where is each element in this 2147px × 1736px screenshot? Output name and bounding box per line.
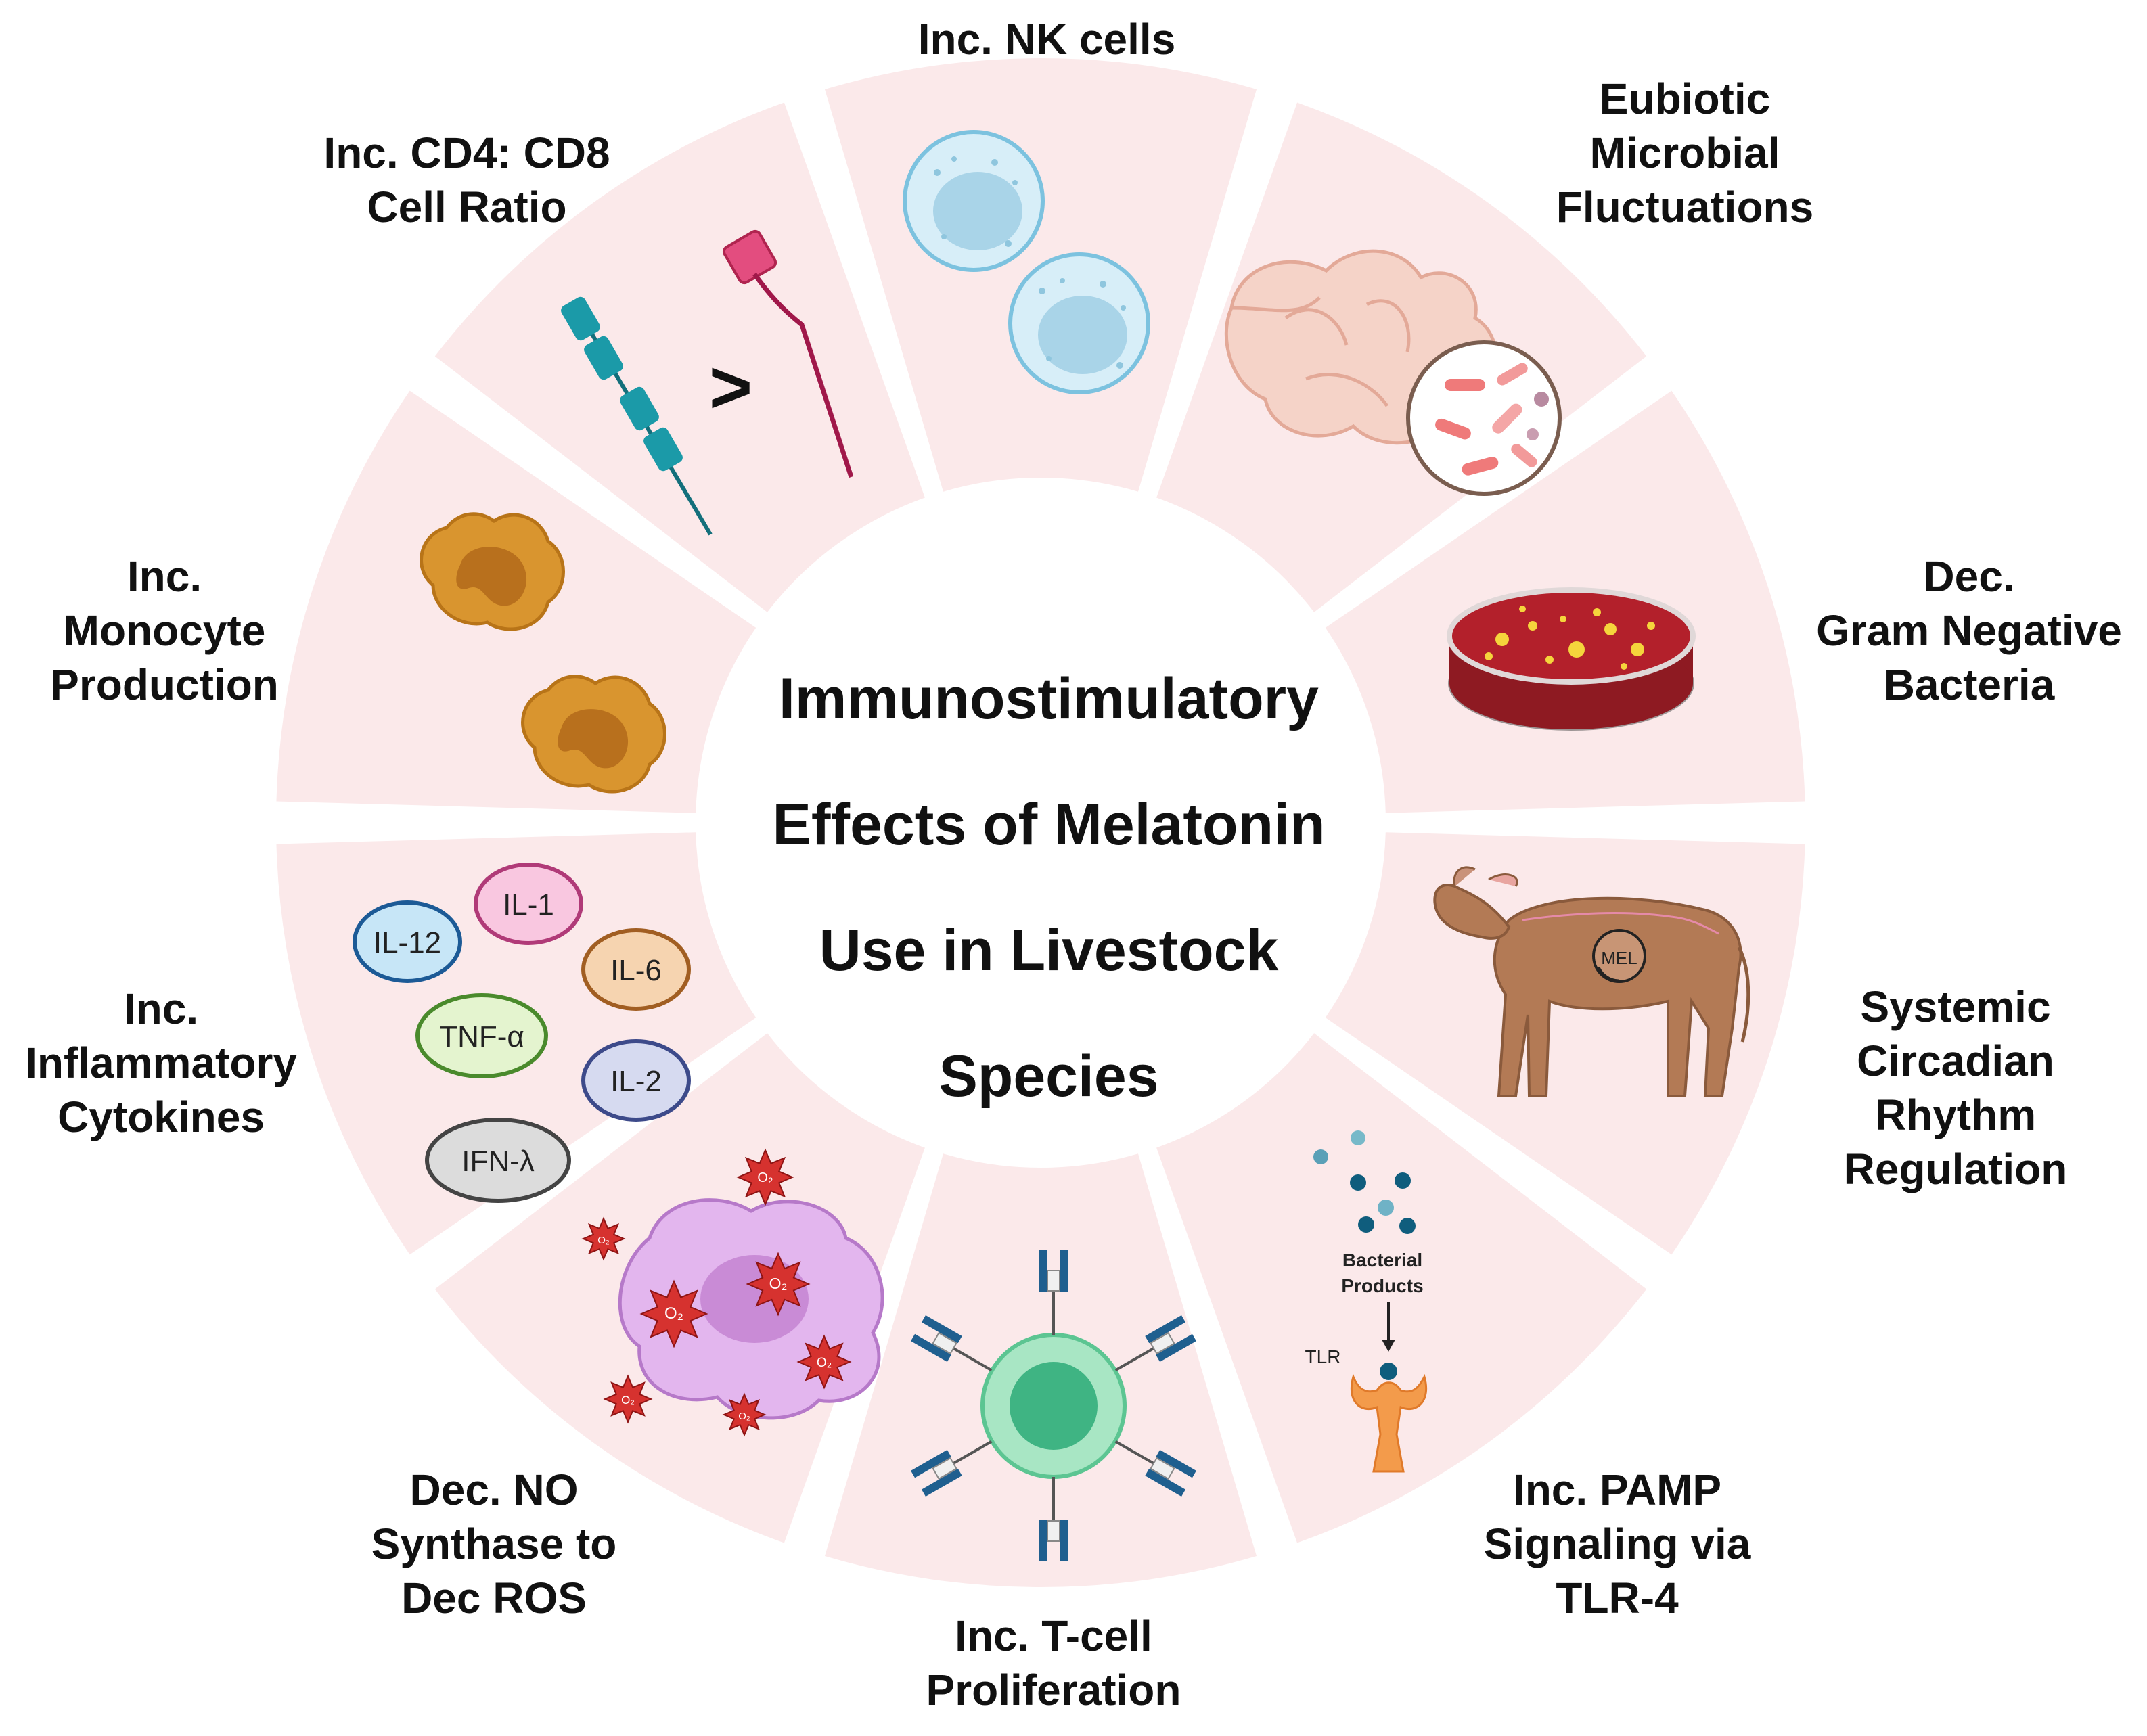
ros-star: [746, 1252, 811, 1317]
ros-star: [603, 1374, 653, 1424]
ros-label: O₂: [621, 1394, 635, 1407]
cd8-receptor-icon: [561, 296, 713, 536]
label-cytokines: Inc. Inflammatory Cytokines: [25, 984, 297, 1141]
tnf-label: TNF-α: [439, 1020, 524, 1053]
ros-label: O₂: [664, 1304, 683, 1323]
label-nk-cells: Inc. NK cells: [918, 15, 1176, 64]
label-tcell: Inc. T-cell Proliferation: [926, 1612, 1181, 1714]
ros-stars: O₂ O₂ O₂ O₂ O₂ O₂ O₂: [581, 1148, 852, 1437]
ros-label: O₂: [817, 1356, 832, 1370]
il12-label: IL-12: [374, 926, 441, 959]
center-title-line-2: Effects of Melatonin: [772, 792, 1326, 857]
label-gram-negative: Dec. Gram Negative Bacteria: [1816, 552, 2122, 709]
ros-label: O₂: [597, 1235, 610, 1246]
il6-bubble: [581, 928, 691, 1011]
antibody-icon: [911, 1440, 993, 1497]
il2-bubble: [581, 1039, 691, 1122]
segment-pamp: [1156, 1033, 1647, 1543]
bacterial-products-label-2: Products: [1341, 1275, 1423, 1296]
antibody-icon: [1039, 1250, 1068, 1335]
label-circadian: Systemic Circadian Rhythm Regulation: [1843, 982, 2068, 1193]
antibody-icon: [1114, 1315, 1196, 1372]
il12-bubble: [353, 900, 462, 983]
ifn-bubble: [425, 1118, 571, 1203]
tlr-label: TLR: [1305, 1346, 1341, 1367]
antibody-icon: [1039, 1477, 1068, 1561]
tlr-receptor-icon: Bacterial Products TLR: [1305, 1130, 1428, 1473]
ros-star: [736, 1148, 794, 1206]
center-title-line-4: Species: [939, 1044, 1159, 1109]
il1-bubble: [474, 863, 583, 945]
cd4-receptor-icon: [722, 229, 854, 478]
mel-label: MEL: [1601, 948, 1637, 968]
nk-cells-icon: [903, 130, 1150, 394]
t-cell-icon: [911, 1250, 1196, 1561]
antibody-icon: [911, 1315, 993, 1372]
center-title-line-1: Immunostimulatory: [779, 666, 1319, 731]
antibody-icon: [1114, 1440, 1196, 1497]
il6-label: IL-6: [610, 954, 662, 987]
label-no-synthase: Dec. NO Synthase to Dec ROS: [371, 1465, 617, 1622]
intestine-microbe-icon: [1224, 249, 1562, 496]
ros-star: [581, 1216, 626, 1261]
tnf-bubble: [415, 993, 548, 1078]
antibody-icons: [911, 1250, 1196, 1561]
segment-cd4cd8: [434, 102, 925, 612]
macrophage-ros-icon: O₂ O₂ O₂ O₂ O₂ O₂ O₂: [581, 1148, 884, 1437]
label-pamp: Inc. PAMP Signaling via TLR-4: [1483, 1465, 1751, 1622]
center-circle: [700, 482, 1382, 1164]
center-title-line-3: Use in Livestock: [819, 918, 1279, 983]
center-title: Immunostimulatory Effects of Melatonin U…: [677, 636, 1421, 1139]
cd4-cd8-icon: >: [561, 229, 854, 536]
il2-label: IL-2: [610, 1065, 662, 1098]
greater-than-symbol: >: [709, 346, 752, 429]
il1-label: IL-1: [503, 888, 554, 921]
ros-star: [722, 1392, 767, 1437]
ros-label: O₂: [738, 1411, 750, 1422]
label-monocyte: Inc. Monocyte Production: [50, 552, 279, 709]
calf-icon: MEL: [1433, 866, 1750, 1097]
cytokine-icons: IL-1 IL-12 IL-6 TNF-α IL-2 IFN-λ: [353, 863, 691, 1203]
ros-star: [796, 1334, 852, 1390]
ros-star: [639, 1279, 708, 1348]
label-cd4-cd8: Inc. CD4: CD8 Cell Ratio: [323, 129, 610, 231]
ros-label: O₂: [757, 1170, 773, 1185]
bacterial-products-label-1: Bacterial: [1342, 1250, 1422, 1271]
ros-label: O₂: [769, 1275, 788, 1292]
ifn-label: IFN-λ: [461, 1145, 535, 1178]
monocyte-icons: [420, 512, 666, 794]
label-microbial: Eubiotic Microbial Fluctuations: [1556, 74, 1814, 231]
petri-dish-icon: [1447, 587, 1696, 731]
